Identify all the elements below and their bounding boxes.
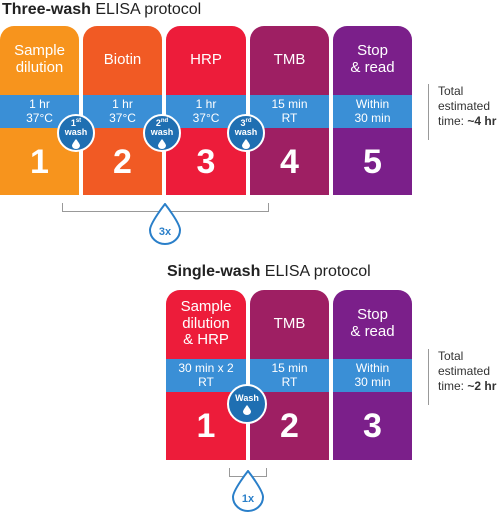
step-number: 2 [113,142,132,181]
step-condition: 37°C [26,110,53,125]
wash-2-badge: 2nd wash [143,114,181,152]
step-number: 4 [280,142,299,181]
single-wash-total-time: Total estimated time: ~2 hr [438,349,496,394]
water-drop-icon [243,404,251,415]
single-wash-title: Single-wash ELISA protocol [167,264,371,280]
total-value: ~4 hr [467,114,497,128]
three-wash-total-time: Total estimated time: ~4 hr [438,84,496,129]
three-wash-step-2: Biotin 1 hr 37°C 2 [83,26,162,195]
step-time: 1 hr [112,97,133,112]
three-wash-step-5: Stop & read Within 30 min 5 [333,26,412,195]
single-wash-repeat-label: 1x [242,493,255,505]
total-value: ~2 hr [467,379,497,393]
total-line-3: time: ~2 hr [438,379,497,393]
step-condition: 37°C [192,110,220,125]
step-label: TMB [273,50,306,68]
step-label: Sample dilution & HRP [180,297,232,349]
step-label: TMB [273,314,306,332]
total-line-1: Total [438,84,464,98]
step-label: Sample dilution [14,42,65,76]
wash-word: wash [150,126,174,137]
step-time: 15 min [271,361,308,376]
single-wash-repeat-drop-icon: 1x [231,470,265,512]
step-time: Within [355,97,390,112]
total-line-3: time: ~4 hr [438,114,497,128]
three-wash-step-3: HRP 1 hr 37°C 3 [166,26,246,195]
three-wash-repeat-drop-icon: 3x [148,203,182,245]
step-time: 1 hr [29,97,50,112]
step-condition: RT [198,374,214,389]
step-time: 1 hr [195,97,217,112]
step-number: 5 [363,142,382,181]
wash-word: wash [234,126,258,137]
total-line-2: estimated [438,364,491,378]
step-time-band: 15 min RT [250,359,329,392]
step-time-band: Within 30 min [333,359,412,392]
wash-word: wash [64,126,88,137]
step-time-band: Within 30 min [333,95,412,128]
single-wash-step-1: Sample dilution & HRP 30 min x 2 RT 1 [166,290,246,460]
total-line-2: estimated [438,99,491,113]
single-wash-step-2: TMB 15 min RT 2 [250,290,329,460]
total-line-1: Total [438,349,464,363]
single-wash-step-3: Stop & read Within 30 min 3 [333,290,412,460]
step-time: Within [355,361,390,376]
wash-ordinal: 2nd [155,117,169,128]
step-label: Stop & read [350,306,395,340]
three-wash-title: Three-wash ELISA protocol [2,2,201,18]
wash-word: Wash [235,392,259,403]
step-condition: RT [281,110,298,125]
step-condition: RT [281,374,298,389]
single-wash-total-divider [428,349,429,405]
three-wash-title-bold: Three-wash [2,1,91,18]
step-condition: 30 min [354,374,391,389]
three-wash-step-4: TMB 15 min RT 4 [250,26,329,195]
step-number: 3 [363,407,382,445]
step-time: 30 min x 2 [178,361,234,376]
single-wash-title-bold: Single-wash [167,263,261,280]
step-label: HRP [190,50,222,68]
step-time-band: 15 min RT [250,95,329,128]
single-wash-title-rest: ELISA protocol [260,263,371,280]
wash-ordinal: 3rd [240,117,252,128]
three-wash-step-1: Sample dilution 1 hr 37°C 1 [0,26,79,195]
step-number: 3 [196,142,216,181]
step-label: Stop & read [350,42,395,76]
step-condition: 30 min [354,110,391,125]
step-number: 2 [280,407,299,445]
water-drop-icon [72,138,80,149]
water-drop-icon [242,138,250,149]
step-condition: 37°C [109,110,136,125]
step-number: 1 [196,407,216,445]
step-time: 15 min [271,97,308,112]
single-wash-badge: Wash [227,384,267,424]
wash-1-badge: 1st wash [57,114,95,152]
step-number: 1 [30,142,49,181]
wash-ordinal: 1st [70,117,82,128]
three-wash-total-divider [428,84,429,140]
step-label: Biotin [103,50,142,68]
step-time-band: 30 min x 2 RT [166,359,246,392]
wash-3-badge: 3rd wash [227,114,265,152]
three-wash-repeat-label: 3x [159,226,172,238]
water-drop-icon [158,138,166,149]
three-wash-title-rest: ELISA protocol [90,1,202,18]
